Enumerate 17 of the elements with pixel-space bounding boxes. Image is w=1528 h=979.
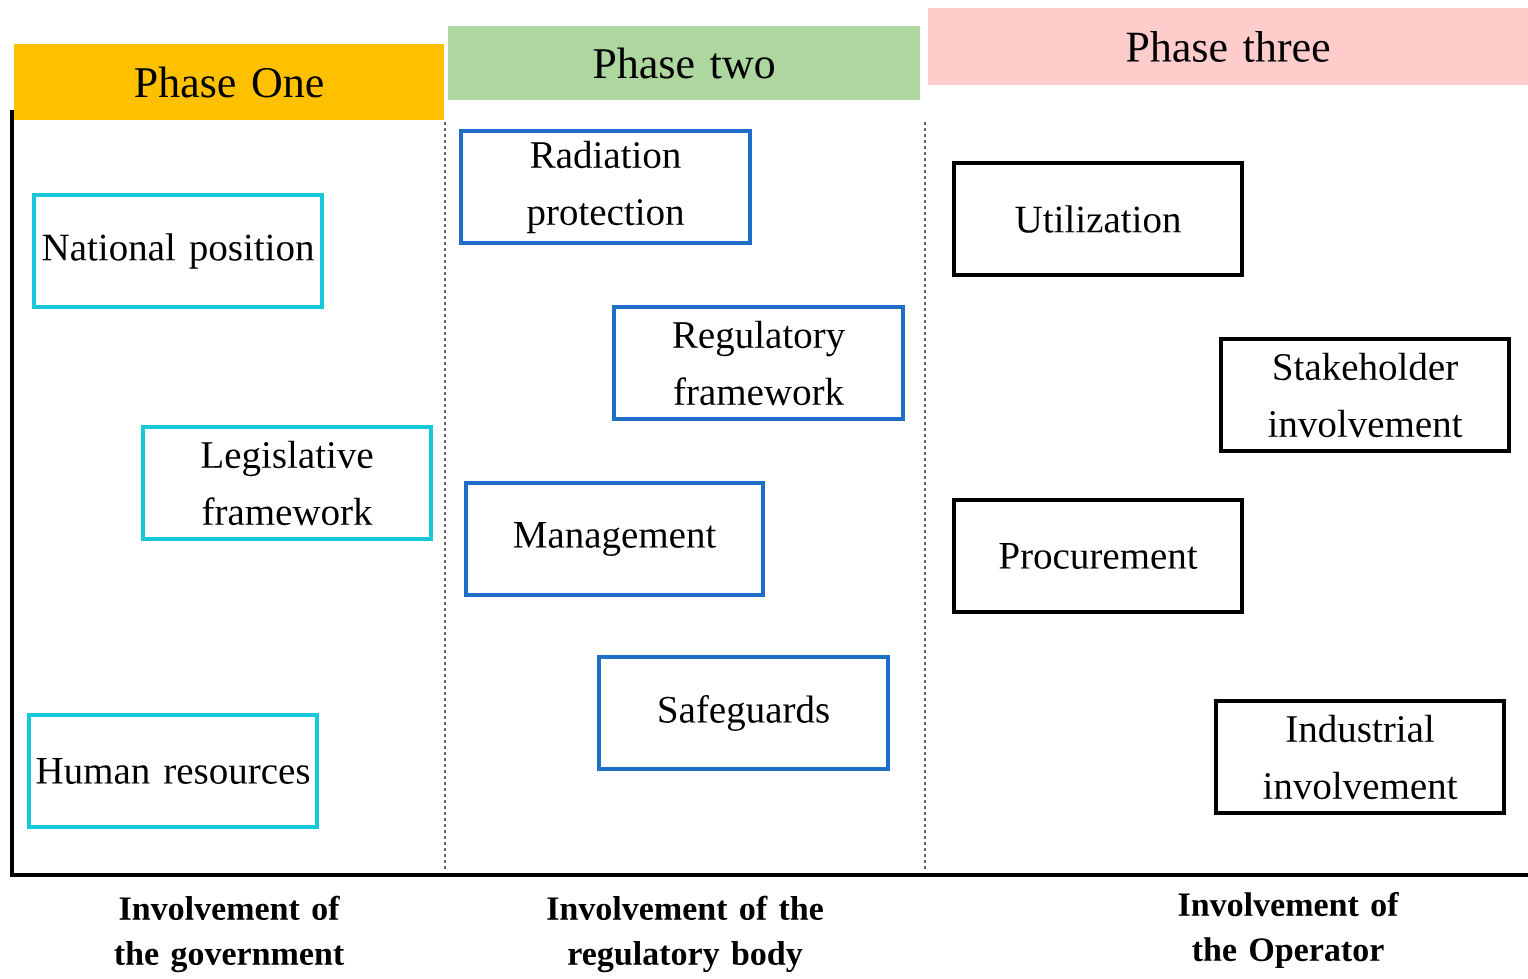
phase-header: Phase three <box>928 8 1528 85</box>
topic-box: Procurement <box>952 498 1244 614</box>
topic-box: National position <box>32 193 324 309</box>
topic-box: Utilization <box>952 161 1244 277</box>
topic-box: Industrial involvement <box>1214 699 1506 815</box>
column-caption: Involvement of the regulatory body <box>547 895 823 973</box>
topic-box: Stakeholder involvement <box>1219 337 1511 453</box>
column-caption: Involvement of the government <box>114 895 345 973</box>
column-caption: Involvement of the Operator <box>1178 891 1399 969</box>
phase-header: Phase two <box>448 26 920 100</box>
topic-box: Radiation protection <box>459 129 752 245</box>
topic-box: Safeguards <box>597 655 890 771</box>
topic-box: Human resources <box>27 713 319 829</box>
topic-box: Management <box>464 481 765 597</box>
topic-box: Legislative framework <box>141 425 433 541</box>
phase-header: Phase One <box>14 44 444 120</box>
topic-box: Regulatory framework <box>612 305 905 421</box>
